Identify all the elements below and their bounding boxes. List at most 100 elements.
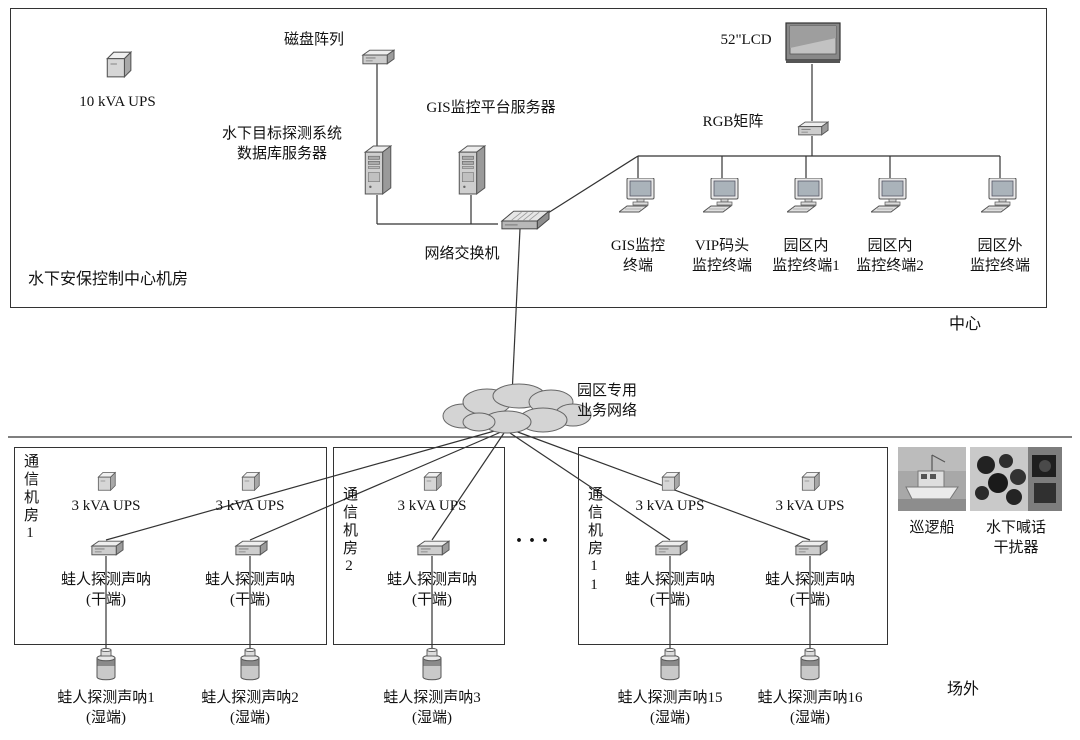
sonar-wet-label-line1: 蛙人探测声呐1 [57, 690, 155, 706]
sonar-dry-label-line2: (干端) [412, 592, 452, 608]
sonar-dry-label: 蛙人探测声呐 (干端) [750, 570, 870, 610]
terminal-label: VIP码头 监控终端 [677, 236, 767, 276]
rooms-ellipsis: ··· [515, 528, 555, 554]
center-room-box-label: 水下安保控制中心机房 [28, 271, 189, 288]
comm-room-2-label: 通信机房2 [341, 486, 357, 577]
sonar-dry-label-line2: (干端) [790, 592, 830, 608]
gis-server-icon [456, 145, 486, 195]
terminal-label-line2: 监控终端 [691, 258, 752, 274]
sonar-wet-label-line2: (湿端) [650, 710, 690, 726]
terminal-icon [871, 178, 909, 213]
sonar-wet-label-line1: 蛙人探测声呐16 [757, 690, 863, 706]
ups-label: 3 kVA UPS [635, 498, 705, 514]
sonar-wet-label: 蛙人探测声呐2 (湿端) [180, 688, 320, 728]
underwater-jammer-image [970, 447, 1062, 511]
sonar-dry-label: 蛙人探测声呐 (干端) [372, 570, 492, 610]
terminal-label-line1: GIS监控 [610, 238, 666, 254]
sonar-wet-icon [420, 648, 444, 682]
sonar-dry-icon [414, 539, 450, 556]
network-switch-icon [498, 209, 550, 232]
sonar-wet-label-line2: (湿端) [230, 710, 270, 726]
ups-icon [239, 471, 261, 491]
terminal-label: 园区内 监控终端2 [845, 236, 935, 276]
db-server-label: 水下目标探测系统 数据库服务器 [217, 124, 347, 164]
gis-server-label: GIS监控平台服务器 [426, 100, 556, 116]
sonar-dry-icon [792, 539, 828, 556]
sonar-dry-label: 蛙人探测声呐 (干端) [610, 570, 730, 610]
ups-label: 3 kVA UPS [775, 498, 845, 514]
rgb-matrix-icon [795, 120, 829, 136]
ups-icon [659, 471, 681, 491]
underwater-jammer-label-line2: 干扰器 [993, 540, 1039, 556]
terminal-label-line1: 园区外 [977, 238, 1023, 254]
sonar-dry-label-line1: 蛙人探测声呐 [60, 572, 151, 588]
sonar-wet-label-line1: 蛙人探测声呐15 [617, 690, 723, 706]
ups-icon [421, 471, 443, 491]
sonar-wet-label-line1: 蛙人探测声呐2 [201, 690, 299, 706]
cloud-label-line2: 业务网络 [577, 403, 638, 419]
ups-icon [95, 471, 117, 491]
terminal-label: 园区外 监控终端 [955, 236, 1045, 276]
terminal-icon [619, 178, 657, 213]
comm-room-11-label: 通信机房11 [586, 486, 602, 596]
sonar-dry-label-line1: 蛙人探测声呐 [204, 572, 295, 588]
comm-room-2-box [333, 447, 505, 645]
ups-icon [799, 471, 821, 491]
sonar-dry-label-line1: 蛙人探测声呐 [624, 572, 715, 588]
ups-label: 3 kVA UPS [215, 498, 285, 514]
cloud-shape [435, 378, 595, 438]
sonar-wet-icon [798, 648, 822, 682]
center-region-label: 中心 [948, 316, 981, 333]
db-server-label-line2: 数据库服务器 [236, 146, 327, 162]
ups-icon [103, 50, 133, 78]
terminal-label: 园区内 监控终端1 [761, 236, 851, 276]
terminal-label-line2: 终端 [622, 258, 653, 274]
terminal-label-line2: 监控终端1 [772, 258, 840, 274]
terminal-label-line1: 园区内 [867, 238, 913, 254]
sonar-wet-label-line2: (湿端) [86, 710, 126, 726]
patrol-boat-label: 巡逻船 [909, 520, 955, 536]
sonar-dry-label-line1: 蛙人探测声呐 [386, 572, 477, 588]
terminal-label: GIS监控 终端 [593, 236, 683, 276]
sonar-wet-label-line1: 蛙人探测声呐3 [383, 690, 481, 706]
sonar-dry-label: 蛙人探测声呐 (干端) [190, 570, 310, 610]
terminal-label-line1: 园区内 [783, 238, 829, 254]
sonar-dry-label-line2: (干端) [86, 592, 126, 608]
sonar-wet-icon [94, 648, 118, 682]
rgb-matrix-label: RGB矩阵 [702, 114, 764, 130]
terminal-icon [703, 178, 741, 213]
sonar-wet-label: 蛙人探测声呐16 (湿端) [740, 688, 880, 728]
sonar-dry-label: 蛙人探测声呐 (干端) [46, 570, 166, 610]
patrol-boat-image [898, 447, 966, 511]
field-region-label: 场外 [946, 681, 979, 698]
sonar-dry-label-line1: 蛙人探测声呐 [764, 572, 855, 588]
sonar-dry-icon [652, 539, 688, 556]
comm-room-11-box [578, 447, 888, 645]
terminal-icon [787, 178, 825, 213]
underwater-jammer-label: 水下喊话 干扰器 [970, 518, 1062, 558]
cloud-label: 园区专用 业务网络 [577, 381, 657, 421]
sonar-wet-icon [658, 648, 682, 682]
terminal-label-line2: 监控终端2 [856, 258, 924, 274]
center-room-box [10, 8, 1047, 308]
disk-array-icon [359, 48, 395, 65]
sonar-dry-label-line2: (干端) [230, 592, 270, 608]
comm-room-1-label: 通信机房1 [22, 453, 38, 544]
network-switch-label: 网络交换机 [424, 246, 500, 262]
sonar-dry-label-line2: (干端) [650, 592, 690, 608]
ups-label: 3 kVA UPS [397, 498, 467, 514]
sonar-wet-label-line2: (湿端) [790, 710, 830, 726]
sonar-wet-label: 蛙人探测声呐1 (湿端) [36, 688, 176, 728]
sonar-dry-icon [88, 539, 124, 556]
ups-label: 3 kVA UPS [71, 498, 141, 514]
terminal-label-line2: 监控终端 [969, 258, 1030, 274]
ups-label: 10 kVA UPS [79, 94, 156, 110]
lcd-icon [785, 22, 841, 64]
sonar-wet-label: 蛙人探测声呐3 (湿端) [362, 688, 502, 728]
terminal-label-line1: VIP码头 [694, 238, 750, 254]
sonar-wet-icon [238, 648, 262, 682]
lcd-label: 52"LCD [720, 32, 772, 48]
db-server-label-line1: 水下目标探测系统 [221, 126, 342, 142]
sonar-wet-label: 蛙人探测声呐15 (湿端) [600, 688, 740, 728]
